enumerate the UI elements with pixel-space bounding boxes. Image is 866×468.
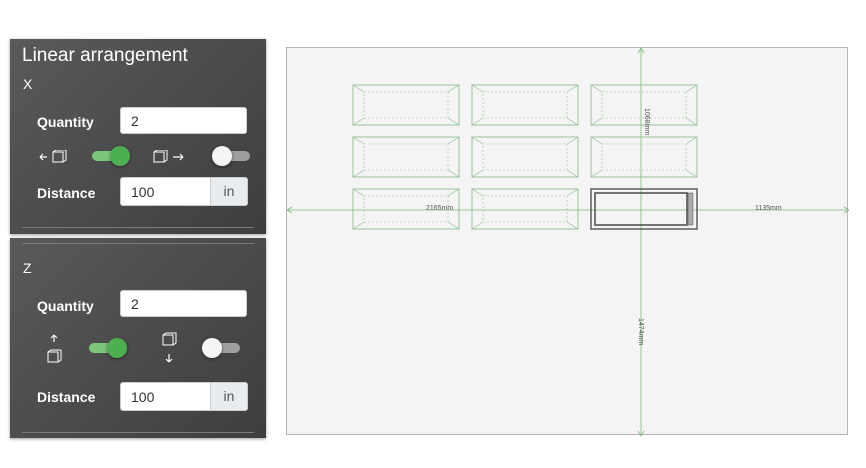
guide-arrowheads	[286, 47, 850, 437]
cabinet[interactable]	[590, 84, 698, 126]
quantity-z-input[interactable]	[120, 290, 247, 317]
axis-z-label: Z	[23, 260, 32, 276]
divider	[22, 432, 254, 433]
direction-positive-x-toggle[interactable]	[212, 146, 250, 166]
distance-z-label: Distance	[37, 389, 96, 405]
direction-down-z-toggle[interactable]	[202, 338, 240, 358]
divider	[22, 227, 254, 228]
dim-top-label: 1068mm	[643, 108, 650, 135]
dim-right-label: 1135mm	[755, 205, 782, 212]
cabinet[interactable]	[590, 136, 698, 178]
cabinet[interactable]	[471, 84, 579, 126]
axis-x-label: X	[23, 76, 33, 92]
cabinet[interactable]	[471, 188, 579, 230]
cabinet[interactable]	[352, 136, 460, 178]
quantity-z-label: Quantity	[37, 298, 94, 314]
box-arrow-right-icon	[153, 149, 185, 166]
selected-cabinet[interactable]	[590, 188, 698, 230]
panel-title: Linear arrangement	[22, 45, 188, 66]
quantity-x-label: Quantity	[37, 114, 94, 130]
divider	[22, 243, 254, 244]
linear-arrangement-z-panel: Z Quantity Distance 100 in	[10, 238, 266, 438]
cabinet-grid	[352, 84, 698, 230]
cabinet[interactable]	[352, 188, 460, 230]
linear-arrangement-x-panel: Linear arrangement X Quantity Distance 1…	[10, 39, 266, 234]
direction-negative-x-toggle[interactable]	[92, 146, 130, 166]
distance-z-value: 100	[131, 389, 155, 405]
distance-z-input[interactable]: 100 in	[120, 382, 248, 411]
arrow-up-box-icon	[46, 334, 62, 368]
distance-x-unit: in	[210, 178, 247, 205]
3d-viewport[interactable]: 2165mm 1135mm 1068mm 1474mm	[286, 47, 850, 437]
distance-z-unit: in	[210, 383, 247, 410]
scene-canvas: 2165mm 1135mm 1068mm 1474mm	[286, 47, 850, 437]
arrow-left-box-icon	[39, 149, 71, 166]
distance-x-input[interactable]: 100 in	[120, 177, 248, 206]
direction-up-z-toggle[interactable]	[89, 338, 127, 358]
distance-x-value: 100	[131, 184, 155, 200]
dim-left-label: 2165mm	[426, 205, 453, 212]
cabinet[interactable]	[352, 84, 460, 126]
box-arrow-down-icon	[161, 332, 177, 366]
dim-bottom-label: 1474mm	[637, 318, 644, 345]
cabinet[interactable]	[471, 136, 579, 178]
quantity-x-input[interactable]	[120, 107, 247, 134]
distance-x-label: Distance	[37, 185, 96, 201]
